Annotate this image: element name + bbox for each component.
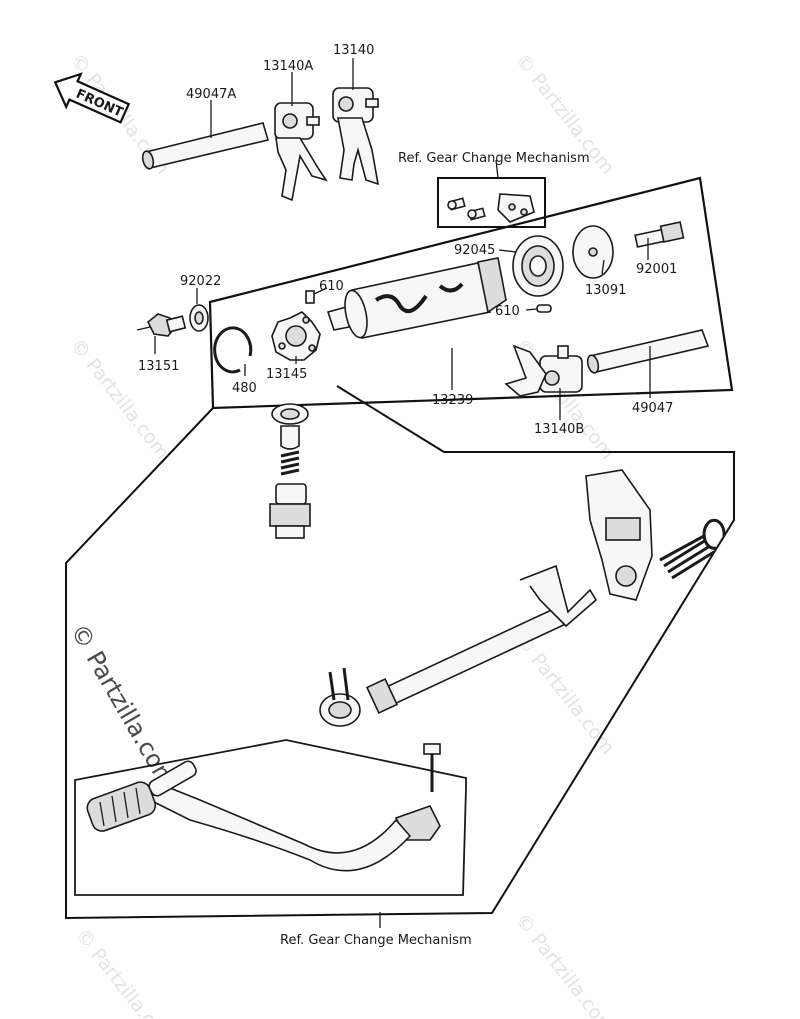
switch-13151 — [136, 313, 187, 337]
label-13145: 13145 — [266, 367, 307, 382]
ref-gear-change-top: Ref. Gear Change Mechanism — [398, 151, 590, 166]
bolt-92001 — [634, 221, 685, 248]
shift-arm-plate — [585, 469, 653, 601]
fork-13140 — [332, 87, 380, 186]
fork-13140a — [274, 102, 328, 202]
cam-13091 — [572, 225, 614, 279]
label-92001: 92001 — [636, 262, 677, 277]
label-92045: 92045 — [454, 243, 495, 258]
pin-610-upper — [305, 290, 315, 304]
return-spring — [659, 534, 715, 580]
star-plate-13145 — [271, 311, 321, 361]
label-610-upper: 610 — [319, 279, 344, 294]
hardware-ref-box — [437, 177, 546, 228]
shift-shaft — [365, 564, 598, 714]
label-13140a: 13140A — [263, 59, 313, 74]
label-13091: 13091 — [585, 283, 626, 298]
leader-lines — [154, 58, 651, 420]
shaft-49047a — [141, 122, 270, 170]
circlip-480 — [213, 326, 253, 374]
label-13239: 13239 — [432, 393, 473, 408]
shaft-spring — [319, 667, 361, 727]
label-480: 480 — [232, 381, 257, 396]
watermark-group: © Partzilla.com © Partzilla.com © Partzi… — [66, 50, 619, 1019]
label-610-lower: 610 — [495, 304, 520, 319]
pedal-bolt — [423, 743, 441, 792]
shift-pedal — [86, 760, 441, 872]
shaft-49047 — [586, 329, 710, 374]
drum-assembly-box — [208, 176, 734, 410]
label-13140b: 13140B — [534, 422, 584, 437]
spring-clip — [702, 518, 726, 550]
pedal-ref-box — [74, 739, 467, 896]
watermark-bottom-right: © Partzilla.com — [511, 910, 619, 1019]
watermark-main: © Partzilla.com — [65, 619, 182, 793]
label-49047a: 49047A — [186, 87, 236, 102]
bearing-92045 — [512, 235, 564, 297]
watermark-mid-left: © Partzilla.com — [66, 335, 174, 464]
shift-shaft-box — [65, 385, 735, 920]
label-49047: 49047 — [632, 401, 673, 416]
part-labels: 49047A 13140A 13140 92045 92001 13091 92… — [138, 43, 677, 437]
label-13151: 13151 — [138, 359, 179, 374]
plunger-stack — [269, 403, 311, 539]
watermark-lower-right: © Partzilla.com — [511, 630, 619, 759]
pin-610-lower — [536, 304, 552, 313]
fork-13140b — [504, 344, 583, 397]
shift-drum-13239 — [326, 257, 507, 339]
ref-gear-change-bottom: Ref. Gear Change Mechanism — [280, 933, 472, 948]
label-92022: 92022 — [180, 274, 221, 289]
label-13140: 13140 — [333, 43, 374, 58]
watermark-bottom-left: © Partzilla.com — [71, 925, 179, 1019]
